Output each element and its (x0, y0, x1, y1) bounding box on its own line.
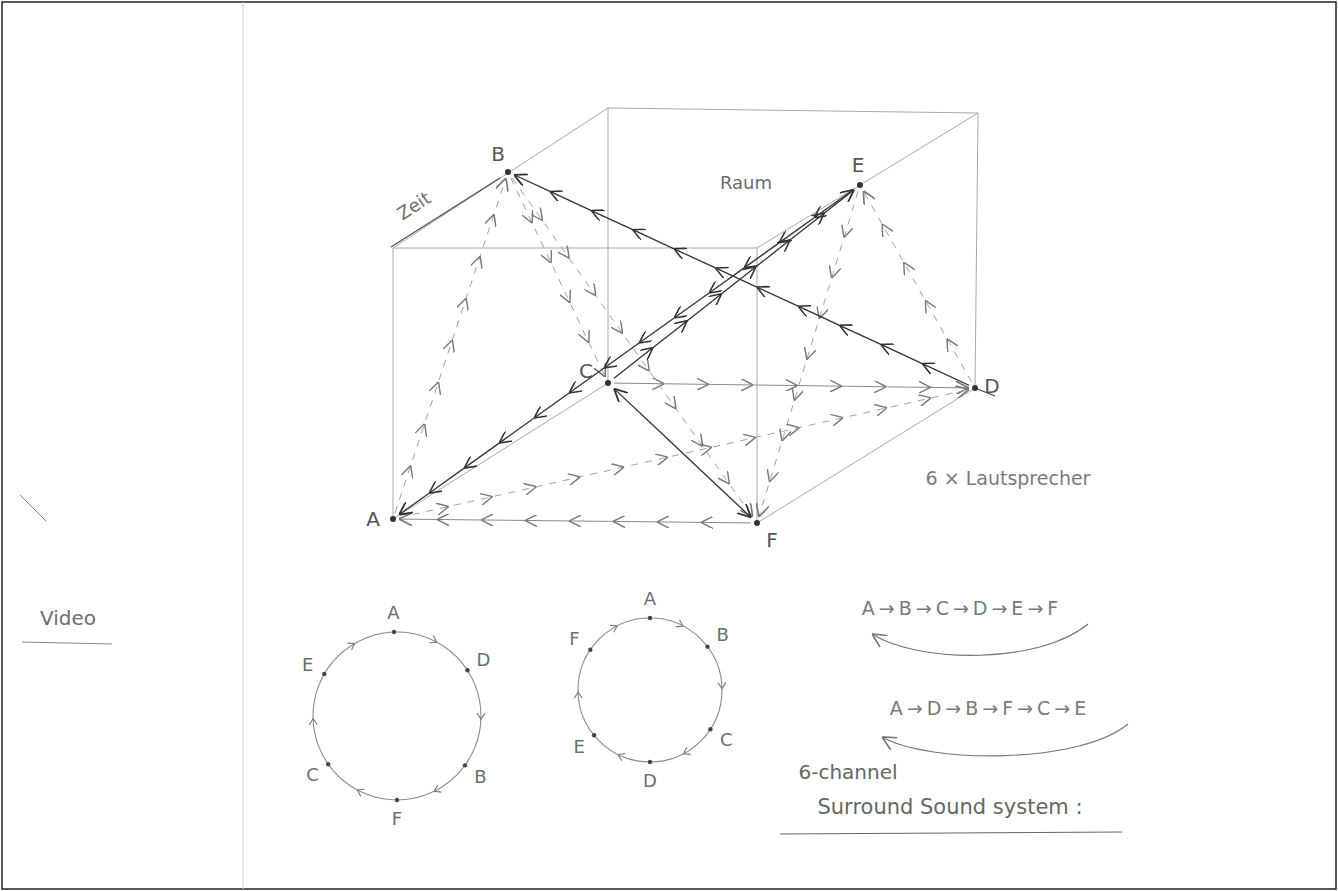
point-letter: C (720, 730, 733, 750)
time-axis (391, 178, 500, 247)
speaker-point: B (502, 166, 514, 178)
circle-dot (463, 763, 467, 767)
circle-dot (588, 648, 592, 652)
underline (22, 642, 112, 644)
axis-label: Raum (720, 173, 772, 193)
flow-arrow (399, 519, 751, 523)
point-letter: A (387, 603, 399, 623)
point-dot (857, 182, 863, 188)
flow-arrow (395, 178, 506, 513)
speaker-point: C (602, 377, 614, 389)
circle-arrow (616, 751, 625, 761)
point-letter: B (491, 144, 505, 164)
circle-arrow (718, 682, 726, 688)
point-letter: C (306, 765, 319, 785)
circle-dot (708, 727, 712, 731)
point-letter: B (716, 625, 728, 645)
circle-dot (326, 762, 330, 766)
circle-arrow (574, 692, 582, 698)
note-text: Surround Sound system : (817, 796, 1082, 819)
circle-arrow (309, 718, 317, 724)
circle-dot (648, 616, 652, 620)
point-letter: E (574, 737, 585, 757)
circle-arrow (676, 620, 685, 630)
sequence-circles (309, 616, 726, 802)
point-letter: B (474, 767, 486, 787)
point-letter: F (766, 530, 778, 550)
circle-dot (592, 733, 596, 737)
sequence-circle (578, 618, 722, 762)
point-letter: D (643, 771, 657, 791)
circle-dot (705, 644, 709, 648)
point-letter: D (984, 376, 999, 396)
sequence-text: A→D→B→F→C→E (890, 698, 1090, 719)
circle-dot (392, 630, 396, 634)
speaker-point: E (854, 179, 866, 191)
circle-dot (465, 668, 469, 672)
flow-arrow (759, 191, 858, 517)
point-letter: A (644, 589, 656, 609)
point-letter: C (579, 361, 593, 381)
point-letter: E (302, 655, 313, 675)
underline (780, 832, 1122, 834)
sequence-text: A→B→C→D→E→F (862, 598, 1062, 619)
sequence-circle (313, 632, 481, 800)
circle-dot (322, 672, 326, 676)
speaker-point: D (969, 382, 981, 394)
point-letter: F (569, 629, 579, 649)
point-letter: E (852, 155, 865, 175)
circle-arrow (477, 713, 485, 719)
speaker-point: A (387, 513, 399, 525)
point-dot (390, 516, 396, 522)
axis-label: Zeit (394, 188, 435, 224)
speaker-point: F (751, 517, 763, 529)
circle-arrow (610, 622, 619, 632)
circle-arrow (347, 640, 356, 650)
point-dot (972, 385, 978, 391)
circle-arrow (432, 785, 441, 795)
flow-arrow (614, 190, 854, 379)
point-dot (754, 520, 760, 526)
flow-arrow (614, 389, 751, 518)
note-text: 6 × Lautsprecher (926, 468, 1091, 489)
point-dot (605, 380, 611, 386)
section-label: Video (40, 607, 96, 629)
flow-arrow (614, 383, 969, 388)
point-letter: D (476, 650, 490, 670)
note-text: 6-channel (798, 761, 897, 783)
pencil-stroke (20, 495, 46, 521)
flow-arrow (514, 175, 969, 385)
circle-arrow (355, 786, 364, 796)
flow-arrow (863, 191, 971, 382)
circle-dot (395, 798, 399, 802)
cube-wireframe (393, 108, 978, 523)
circle-arrow (430, 636, 439, 646)
return-arrow (872, 624, 1088, 655)
point-letter: A (366, 509, 380, 529)
flow-arrow (511, 178, 605, 377)
flow-arrow (399, 189, 854, 514)
return-arrow (882, 724, 1128, 756)
margin-line (243, 2, 244, 889)
point-dot (505, 169, 511, 175)
circle-arrow (682, 747, 691, 757)
circle-dot (648, 760, 652, 764)
point-letter: F (392, 809, 402, 829)
